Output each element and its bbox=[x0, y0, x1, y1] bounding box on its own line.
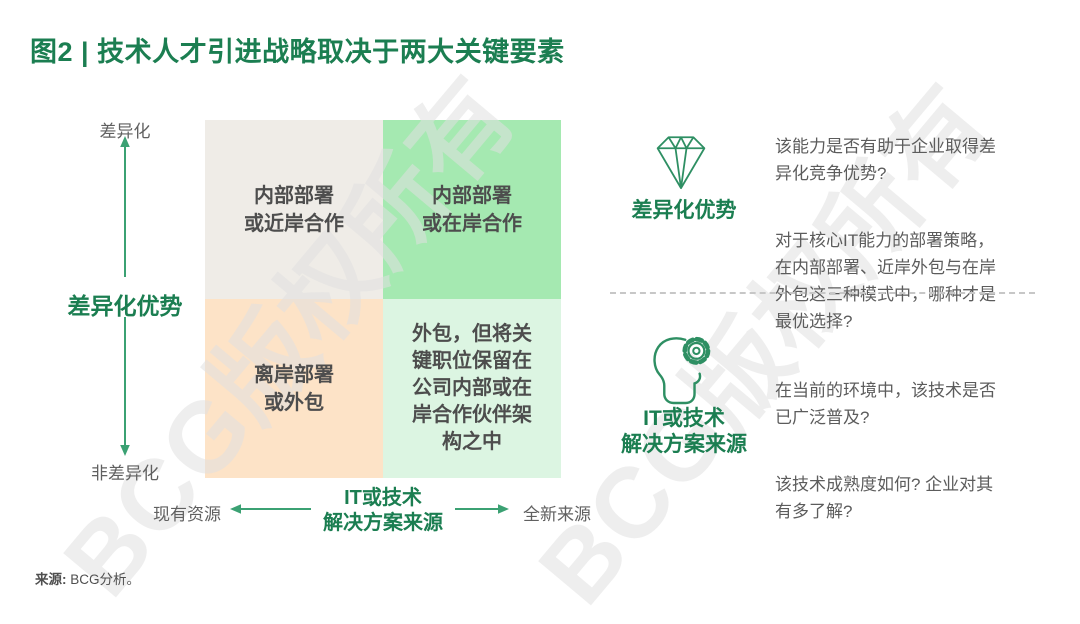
question-paragraph: 该技术成熟度如何? 企业对其 有多了解? bbox=[775, 475, 994, 521]
quadrant-bottom-right-label: 外包，但将关 键职位保留在 公司内部或在 岸合作伙伴架 构之中 bbox=[412, 323, 532, 453]
page-title: 图2 | 技术人才引进战略取决于两大关键要素 bbox=[30, 37, 565, 67]
x-axis-right-label: 全新来源 bbox=[523, 505, 591, 524]
section-2-label: IT或技术 解决方案来源 bbox=[621, 407, 747, 456]
question-paragraph: 该能力是否有助于企业取得差 异化竞争优势? bbox=[775, 137, 996, 183]
source-text: BCG分析。 bbox=[66, 572, 141, 587]
y-axis-arrow bbox=[120, 136, 130, 456]
quadrant-top-right-label: 内部部署 或在岸合作 bbox=[422, 184, 522, 235]
y-axis-bottom-label: 非差异化 bbox=[91, 464, 159, 483]
section-1-questions: 该能力是否有助于企业取得差 异化竞争优势? 对于核心IT能力的部署策略， 在内部… bbox=[775, 106, 1065, 375]
quadrant-bottom-left-bg bbox=[205, 299, 383, 478]
quadrant-bottom-right-bg bbox=[383, 299, 561, 478]
section-divider bbox=[610, 292, 1035, 294]
y-axis-top-label: 差异化 bbox=[99, 122, 151, 141]
source-note: 来源: BCG分析。 bbox=[35, 568, 140, 588]
matrix-background bbox=[205, 120, 561, 478]
section-1-label: 差异化优势 bbox=[631, 199, 737, 222]
y-axis-title: 差异化优势 bbox=[67, 293, 183, 319]
question-paragraph: 在当前的环境中，该技术是否 已广泛普及? bbox=[775, 381, 996, 427]
quadrant-top-right-bg bbox=[383, 120, 561, 299]
quadrant-bottom-left-label: 离岸部署 或外包 bbox=[254, 363, 334, 414]
section-2-questions: 在当前的环境中，该技术是否 已广泛普及? 该技术成熟度如何? 企业对其 有多了解… bbox=[775, 350, 1065, 565]
diamond-icon bbox=[656, 136, 706, 190]
quadrant-top-left-label: 内部部署 或近岸合作 bbox=[244, 184, 344, 235]
head-gear-icon bbox=[653, 336, 711, 405]
source-label: 来源: bbox=[35, 572, 67, 587]
matrix: 内部部署 或近岸合作 内部部署 或在岸合作 离岸部署 或外包 外包，但将关 键职… bbox=[205, 120, 561, 478]
x-axis-left-arrow bbox=[230, 504, 311, 514]
x-axis-title: IT或技术 解决方案来源 bbox=[323, 487, 443, 534]
quadrant-top-left-bg bbox=[205, 120, 383, 299]
x-axis-right-arrow bbox=[455, 504, 509, 514]
question-paragraph: 对于核心IT能力的部署策略， 在内部部署、近岸外包与在岸 外包这三种模式中，哪种… bbox=[775, 231, 996, 331]
x-axis-left-label: 现有资源 bbox=[153, 505, 221, 524]
